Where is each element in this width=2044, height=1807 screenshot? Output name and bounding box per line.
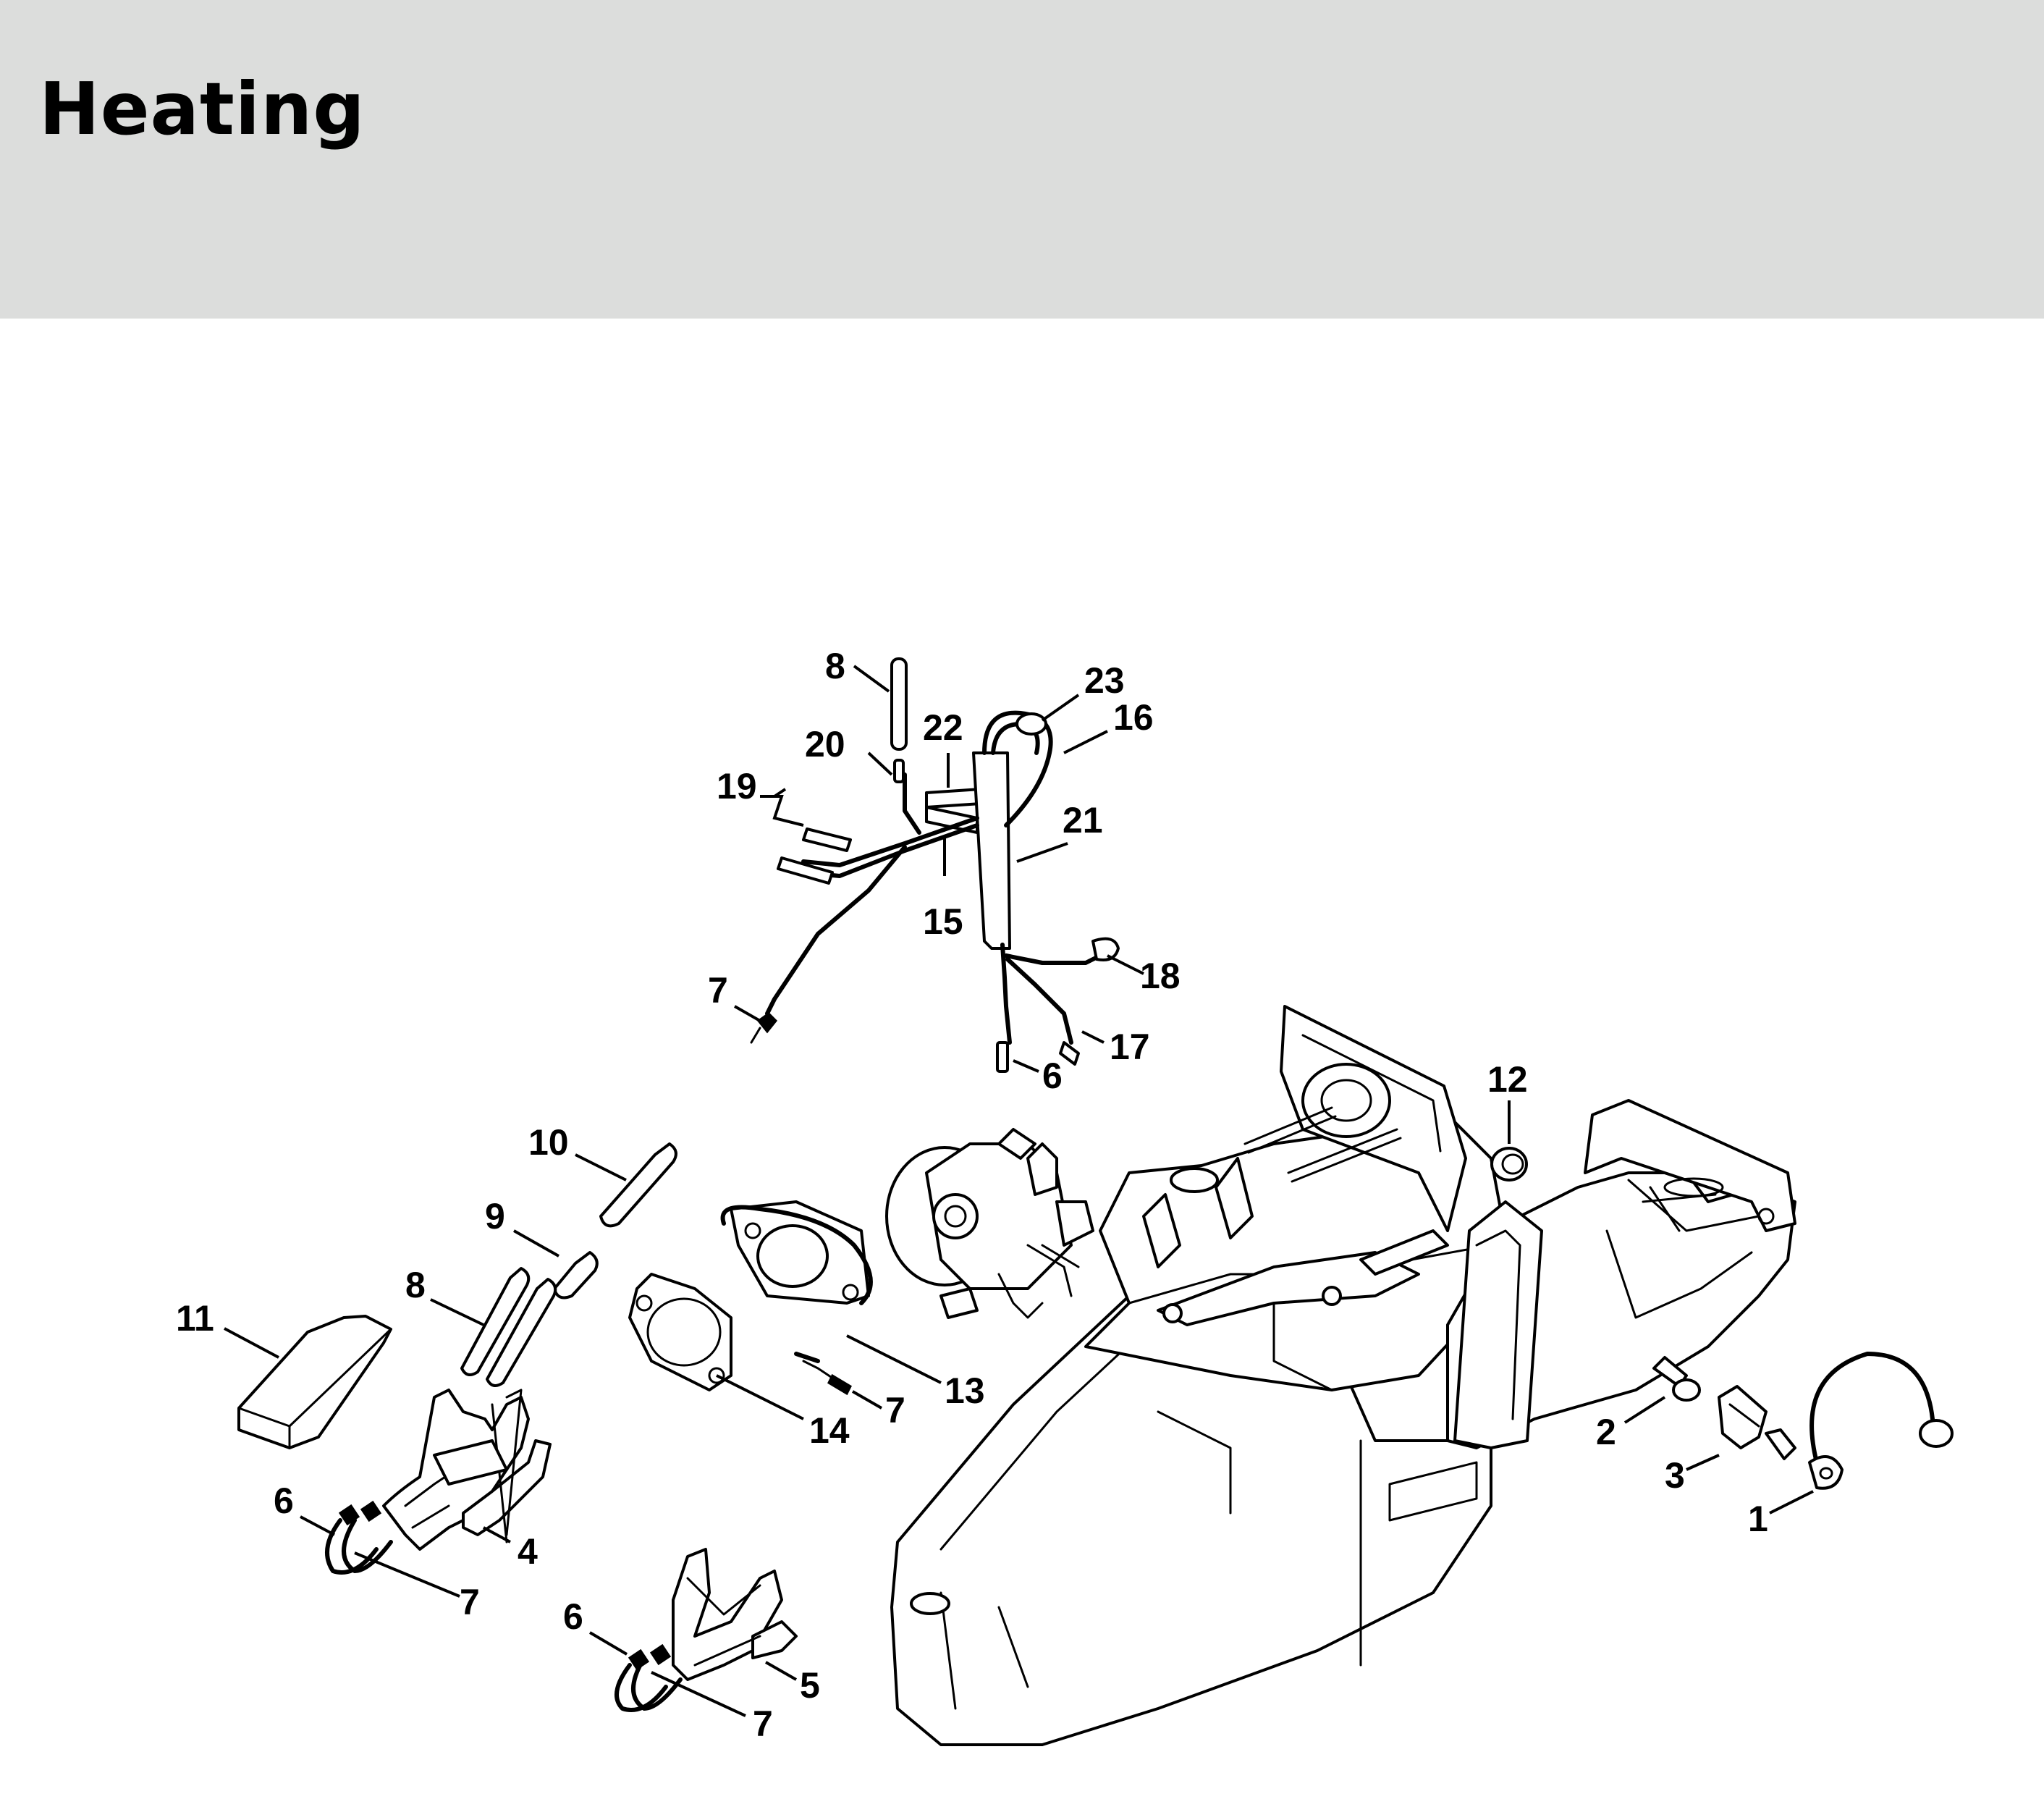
callout-1: 1 [1748, 1499, 1768, 1539]
callout-2: 2 [1596, 1412, 1616, 1452]
callout-15: 15 [923, 901, 963, 942]
page-title: Heating [39, 67, 366, 151]
callout-9: 9 [485, 1196, 505, 1237]
callout-7d: 7 [753, 1703, 773, 1744]
callout-11: 11 [176, 1298, 214, 1339]
callout-14: 14 [809, 1410, 850, 1451]
callout-6c: 6 [563, 1596, 583, 1637]
callout-18: 18 [1140, 956, 1181, 996]
callout-10: 10 [528, 1122, 569, 1163]
callout-21: 21 [1063, 800, 1103, 841]
wiring-harness [750, 657, 1120, 1073]
tube-10 [599, 1142, 677, 1228]
callout-8: 8 [825, 646, 845, 686]
screw-2 [1652, 1356, 1701, 1402]
gasket-13 [720, 1200, 873, 1363]
callout-labels: 8 23 22 16 20 19 21 15 18 7 17 6 12 10 9… [176, 646, 1768, 1744]
callout-16: 16 [1113, 697, 1154, 738]
connector-7b [827, 1373, 852, 1396]
callout-3: 3 [1665, 1455, 1685, 1496]
switch-3 [1718, 1385, 1796, 1460]
cable-1 [1808, 1352, 1954, 1490]
callout-6: 6 [1042, 1056, 1063, 1096]
callout-23: 23 [1084, 660, 1125, 701]
heating-foil-4 [382, 1389, 552, 1551]
callout-8b: 8 [405, 1265, 426, 1305]
leader-lines [224, 665, 1814, 1717]
callout-12: 12 [1487, 1059, 1528, 1100]
callout-19: 19 [717, 766, 757, 806]
callout-6b: 6 [274, 1480, 294, 1521]
callout-4: 4 [518, 1531, 538, 1572]
housing [890, 1005, 1796, 1746]
callout-7c: 7 [460, 1582, 480, 1622]
connectors-group-2 [615, 1643, 683, 1712]
callout-5: 5 [800, 1665, 820, 1706]
tubes-8 [460, 1267, 557, 1387]
connectors-group-1 [325, 1500, 393, 1575]
tube-9 [553, 1251, 599, 1300]
heating-foil-5 [672, 1548, 798, 1681]
header-band [0, 0, 2044, 319]
callout-20: 20 [805, 724, 845, 764]
callout-7b: 7 [885, 1390, 905, 1431]
gasket-14 [628, 1273, 732, 1391]
callout-13: 13 [945, 1370, 985, 1411]
callout-22: 22 [923, 707, 963, 748]
grommet-12 [1490, 1147, 1528, 1182]
carburetor [885, 1128, 1094, 1319]
pad-11 [237, 1315, 392, 1449]
callout-7: 7 [708, 970, 728, 1011]
callout-17: 17 [1110, 1027, 1150, 1067]
